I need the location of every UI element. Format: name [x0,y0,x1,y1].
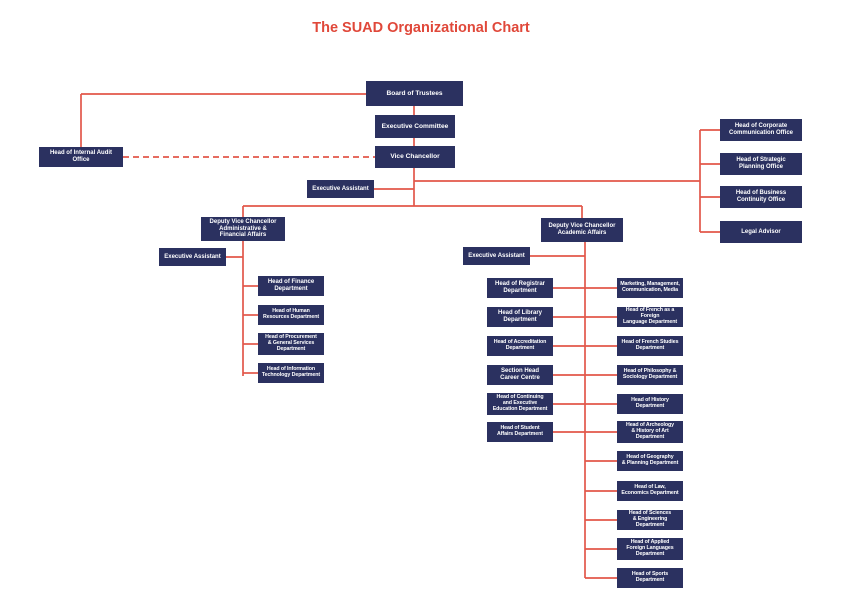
career-centre-box: Section Head Career Centre [487,365,553,385]
strategic-planning-office-box: Head of Strategic Planning Office [720,153,802,175]
geography-planning-department-box: Head of Geography & Planning Department [617,451,683,471]
law-economics-department-box: Head of Law, Economics Department [617,481,683,501]
it-department-box: Head of Information Technology Departmen… [258,363,324,383]
board-of-trustees-box: Board of Trustees [366,81,463,106]
french-studies-department-box: Head of French Studies Department [617,336,683,356]
dvc-academic-affairs-box: Deputy Vice Chancellor Academic Affairs [541,218,623,242]
procurement-department-box: Head of Procurement & General Services D… [258,333,324,355]
registrar-department-box: Head of Registrar Department [487,278,553,298]
student-affairs-department-box: Head of Student Affairs Department [487,422,553,442]
library-department-box: Head of Library Department [487,307,553,327]
academic-executive-assistant-box: Executive Assistant [463,247,530,265]
french-foreign-language-department-box: Head of French as a Foreign Language Dep… [617,307,683,327]
marketing-management-box: Marketing, Management, Communication, Me… [617,278,683,298]
dvc-administrative-financial-box: Deputy Vice Chancellor Administrative & … [201,217,285,241]
accreditation-department-box: Head of Accreditation Department [487,336,553,356]
internal-audit-office-box: Head of Internal Audit Office [39,147,123,167]
chart-title: The SUAD Organizational Chart [312,20,530,36]
continuing-education-department-box: Head of Continuing and Executive Educati… [487,393,553,415]
business-continuity-office-box: Head of Business Continuity Office [720,186,802,208]
admin-executive-assistant-box: Executive Assistant [159,248,226,266]
hr-department-box: Head of Human Resources Department [258,305,324,325]
sports-department-box: Head of Sports Department [617,568,683,588]
applied-foreign-languages-department-box: Head of Applied Foreign Languages Depart… [617,538,683,560]
history-department-box: Head of History Department [617,394,683,414]
legal-advisor-box: Legal Advisor [720,221,802,243]
corporate-communication-office-box: Head of Corporate Communication Office [720,119,802,141]
archeology-art-history-department-box: Head of Archeology & History of Art Depa… [617,421,683,443]
philosophy-sociology-department-box: Head of Philosophy & Sociology Departmen… [617,365,683,385]
vc-executive-assistant-box: Executive Assistant [307,180,374,198]
vice-chancellor-box: Vice Chancellor [375,146,455,168]
finance-department-box: Head of Finance Department [258,276,324,296]
sciences-engineering-department-box: Head of Sciences & Engineering Departmen… [617,510,683,530]
executive-committee-box: Executive Committee [375,115,455,138]
